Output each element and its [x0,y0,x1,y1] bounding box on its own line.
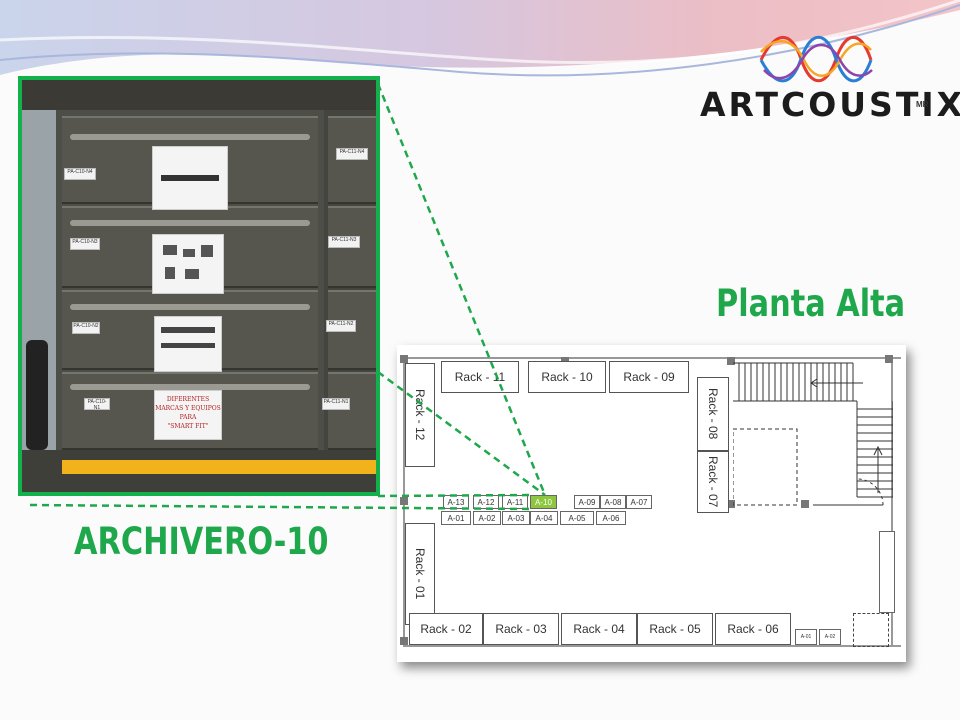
cabinet-a11: A-11 [502,495,528,509]
rack-06: Rack - 06 [715,613,791,645]
artcoustix-logo: ARTCOUSTIX MR [690,30,960,130]
sign-line-1: DIFERENTES [166,396,210,403]
photo-chair [26,340,48,450]
rack-04: Rack - 04 [561,613,637,645]
cabinet-a12: A-12 [473,495,499,509]
drawer-paper-2 [152,234,224,294]
photo-top-shelf [22,80,376,110]
logo-text: ARTCOUSTIX [700,85,960,124]
rack-09: Rack - 09 [609,361,689,393]
rack-08: Rack - 08 [697,377,729,451]
cabinet-a06: A-06 [596,511,626,525]
logo-registered-mark: MR [916,100,929,109]
cabinet-a13: A-13 [443,495,469,509]
yellow-floor-stripe [62,460,376,474]
sign-line-3: PARA [179,414,197,421]
rack-02: Rack - 02 [409,613,483,645]
drawer-paper-1 [152,146,228,210]
drawer-label: PA-C11-N3 [328,236,360,248]
drawer-paper-3 [154,316,222,372]
cabinet-a05: A-05 [560,511,594,525]
archivero-caption: ARCHIVERO-10 [74,520,329,563]
drawer-sign: DIFERENTES MARCAS Y EQUIPOS PARA "SMART … [154,390,222,440]
floor-plan: Rack - 11 Rack - 10 Rack - 09 Rack - 12 … [397,345,906,662]
drawer-label: PA-C11-N2 [326,320,356,332]
logo-wave-icon [759,36,873,83]
drawer-label: PA-C10-N1 [84,398,110,411]
rack-05: Rack - 05 [637,613,713,645]
right-shelf [879,531,895,613]
small-box-1: A-01 [795,629,817,645]
planta-alta-title: Planta Alta [716,282,906,325]
cabinet-photo: DIFERENTES MARCAS Y EQUIPOS PARA "SMART … [18,76,380,496]
drawer-label: PA-C11-N4 [336,148,368,160]
cabinet-a07: A-07 [626,495,652,509]
sign-line-4: "SMART FIT" [167,423,209,430]
rack-12: Rack - 12 [405,363,435,467]
cabinet-a03: A-03 [502,511,530,525]
rack-11: Rack - 11 [441,361,519,393]
cabinet-a10-highlighted: A-10 [530,495,557,509]
small-box-2: A-02 [819,629,841,645]
rack-10: Rack - 10 [528,361,606,393]
cabinet-a09: A-09 [574,495,600,509]
right-dashed-area [853,613,889,647]
cabinet-a01: A-01 [441,511,471,525]
rack-03: Rack - 03 [483,613,559,645]
cabinet-a08: A-08 [600,495,626,509]
stairs-drawing [733,362,893,506]
cabinet-a04: A-04 [530,511,558,525]
rack-01: Rack - 01 [405,523,435,625]
drawer-label: PA-C11-N1 [322,398,350,410]
rack-07: Rack - 07 [697,451,729,513]
drawer-label: PA-C10-N4 [64,168,96,180]
drawer-label: PA-C10-N3 [70,238,100,250]
cabinet-a02: A-02 [473,511,501,525]
drawer-label: PA-C10-N2 [72,322,100,334]
sign-line-2: MARCAS Y EQUIPOS [155,405,221,412]
